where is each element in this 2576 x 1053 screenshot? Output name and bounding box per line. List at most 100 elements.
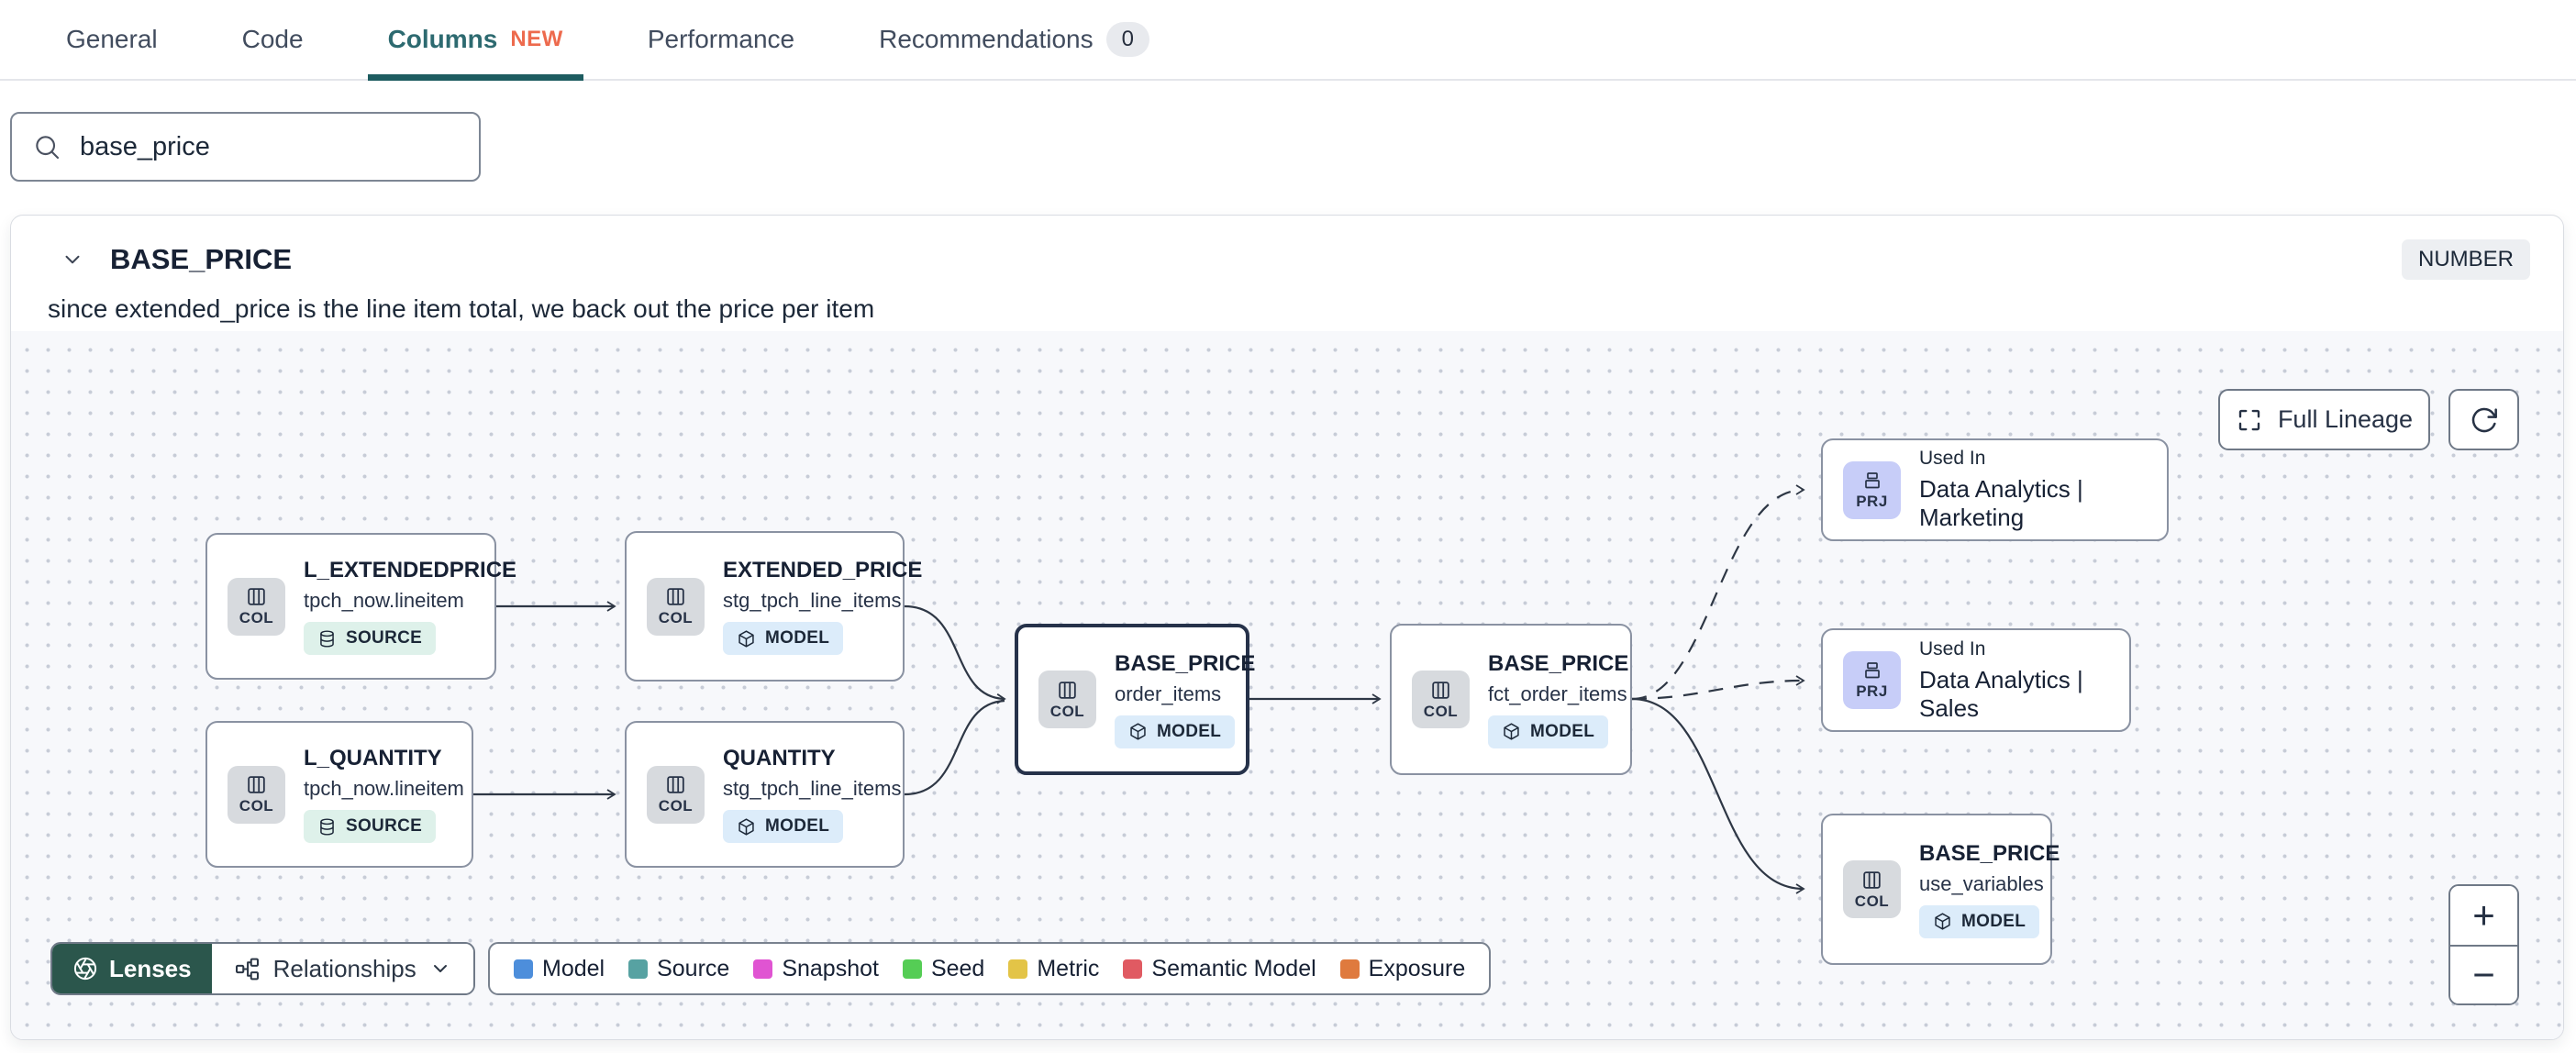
legend-item-source: Source bbox=[628, 956, 729, 982]
seed-swatch bbox=[902, 959, 922, 979]
node-title: BASE_PRICE bbox=[1919, 840, 2060, 866]
project-icon: PRJ bbox=[1843, 460, 1901, 519]
node-subtitle: stg_tpch_line_items bbox=[723, 777, 902, 800]
tab-bar: General Code Columns NEW Performance Rec… bbox=[0, 0, 2576, 81]
legend-item-snapshot: Snapshot bbox=[753, 956, 879, 982]
lineage-canvas[interactable]: COL L_EXTENDEDPRICE tpch_now.lineitem SO… bbox=[11, 331, 2563, 1039]
lineage-node-extended-price[interactable]: COL EXTENDED_PRICE stg_tpch_line_items M… bbox=[625, 531, 922, 682]
node-subtitle: use_variables bbox=[1919, 871, 2044, 895]
node-subtitle: tpch_now.lineitem bbox=[304, 777, 464, 800]
node-title: QUANTITY bbox=[723, 746, 836, 770]
lineage-node-l-extendedprice[interactable]: COL L_EXTENDEDPRICE tpch_now.lineitem SO… bbox=[205, 533, 516, 680]
legend-item-semantic-model: Semantic Model bbox=[1123, 956, 1316, 982]
column-description: since extended_price is the line item to… bbox=[48, 294, 875, 323]
column-search[interactable] bbox=[10, 112, 481, 182]
column-icon: COL bbox=[228, 577, 285, 636]
exposure-swatch bbox=[1339, 959, 1360, 979]
tab-code[interactable]: Code bbox=[222, 0, 324, 79]
lineage-edges bbox=[473, 484, 1805, 894]
legend-item-exposure: Exposure bbox=[1339, 956, 1465, 982]
used-in-label: Used In bbox=[1919, 637, 1986, 660]
column-icon: COL bbox=[647, 577, 705, 636]
legend-item-model: Model bbox=[514, 956, 605, 982]
lenses-bar: Lenses Relationships bbox=[50, 942, 475, 995]
search-icon bbox=[36, 136, 60, 160]
snapshot-swatch bbox=[753, 959, 773, 979]
refresh-button[interactable] bbox=[2448, 389, 2519, 450]
collapse-chevron-icon[interactable] bbox=[61, 248, 84, 272]
column-icon: COL bbox=[647, 765, 705, 824]
source-badge: SOURCE bbox=[304, 810, 437, 843]
used-in-title: Data Analytics | Marketing bbox=[1919, 475, 2083, 531]
node-subtitle: stg_tpch_line_items bbox=[723, 589, 902, 612]
column-icon: COL bbox=[1843, 860, 1901, 918]
column-detail-panel: BASE_PRICE NUMBER since extended_price i… bbox=[10, 215, 2564, 1040]
lineage-node-base-price-use-variables[interactable]: COL BASE_PRICE use_variables MODEL bbox=[1821, 814, 2060, 965]
cube-icon bbox=[1935, 913, 1950, 930]
database-icon bbox=[320, 629, 334, 648]
chevron-down-icon bbox=[433, 965, 447, 972]
node-title: L_QUANTITY bbox=[304, 746, 442, 770]
lineage-node-used-in-sales[interactable]: PRJ Used In Data Analytics | Sales bbox=[1821, 628, 2131, 732]
lineage-node-base-price-fct-order-items[interactable]: COL BASE_PRICE fct_order_items MODEL bbox=[1390, 624, 1632, 775]
node-subtitle: order_items bbox=[1115, 682, 1222, 705]
full-lineage-button[interactable]: Full Lineage bbox=[2218, 389, 2430, 450]
legend-item-metric: Metric bbox=[1008, 956, 1099, 982]
model-badge: MODEL bbox=[723, 810, 844, 843]
zoom-in-button[interactable]: + bbox=[2450, 886, 2517, 945]
project-icon: PRJ bbox=[1843, 651, 1901, 709]
metric-swatch bbox=[1008, 959, 1028, 979]
legend-item-seed: Seed bbox=[902, 956, 984, 982]
trays-icon bbox=[1864, 662, 1880, 679]
zoom-out-button[interactable]: − bbox=[2450, 945, 2517, 1003]
source-badge: SOURCE bbox=[304, 622, 437, 655]
tab-label: Performance bbox=[647, 25, 795, 53]
zoom-control: + − bbox=[2448, 884, 2519, 1005]
column-icon: COL bbox=[1038, 671, 1096, 728]
tab-columns[interactable]: Columns NEW bbox=[367, 0, 584, 81]
column-icon: COL bbox=[1412, 671, 1470, 728]
source-swatch bbox=[628, 959, 649, 979]
relationships-dropdown[interactable]: Relationships bbox=[211, 944, 473, 993]
model-badge: MODEL bbox=[1919, 904, 2040, 938]
used-in-title: Data Analytics | Sales bbox=[1919, 665, 2083, 722]
tab-label: Recommendations bbox=[879, 25, 1094, 53]
cube-icon bbox=[738, 817, 754, 836]
fullscreen-icon bbox=[2238, 409, 2260, 430]
column-header: BASE_PRICE NUMBER since extended_price i… bbox=[11, 216, 2563, 331]
resource-legend: Model Source Snapshot Seed Metric Semant… bbox=[488, 942, 1492, 995]
column-type-badge: NUMBER bbox=[2401, 239, 2530, 280]
semantic-model-swatch bbox=[1123, 959, 1143, 979]
tab-label: General bbox=[66, 25, 158, 53]
tab-performance[interactable]: Performance bbox=[627, 0, 815, 79]
column-icon: COL bbox=[228, 765, 285, 824]
lineage-node-base-price-order-items[interactable]: COL BASE_PRICE order_items MODEL bbox=[1015, 624, 1255, 775]
cube-icon bbox=[738, 629, 754, 648]
model-badge: MODEL bbox=[1115, 715, 1236, 748]
database-icon bbox=[320, 817, 334, 836]
trays-icon bbox=[1864, 471, 1880, 488]
used-in-label: Used In bbox=[1919, 448, 1986, 469]
node-subtitle: fct_order_items bbox=[1488, 682, 1627, 705]
tab-general[interactable]: General bbox=[46, 0, 178, 79]
relationships-icon bbox=[235, 958, 259, 980]
refresh-icon bbox=[2471, 407, 2497, 432]
node-title: BASE_PRICE bbox=[1488, 650, 1629, 676]
lenses-button[interactable]: Lenses bbox=[52, 944, 212, 993]
lineage-node-l-quantity[interactable]: COL L_QUANTITY tpch_now.lineitem SOURCE bbox=[205, 721, 473, 868]
lineage-node-quantity[interactable]: COL QUANTITY stg_tpch_line_items MODEL bbox=[625, 721, 905, 868]
tab-recommendations[interactable]: Recommendations 0 bbox=[859, 0, 1170, 79]
column-title: BASE_PRICE bbox=[110, 243, 293, 275]
search-input[interactable] bbox=[80, 131, 459, 162]
cube-icon bbox=[1130, 723, 1146, 740]
tab-label: Code bbox=[241, 25, 304, 53]
node-subtitle: tpch_now.lineitem bbox=[304, 589, 464, 612]
node-title: L_EXTENDEDPRICE bbox=[304, 558, 517, 582]
model-badge: MODEL bbox=[723, 622, 844, 655]
new-badge: NEW bbox=[510, 27, 563, 51]
model-badge: MODEL bbox=[1488, 715, 1609, 748]
aperture-icon bbox=[73, 957, 97, 981]
recommendations-count-badge: 0 bbox=[1105, 21, 1149, 58]
node-title: EXTENDED_PRICE bbox=[723, 558, 923, 582]
lineage-node-used-in-marketing[interactable]: PRJ Used In Data Analytics | Marketing bbox=[1821, 438, 2169, 541]
